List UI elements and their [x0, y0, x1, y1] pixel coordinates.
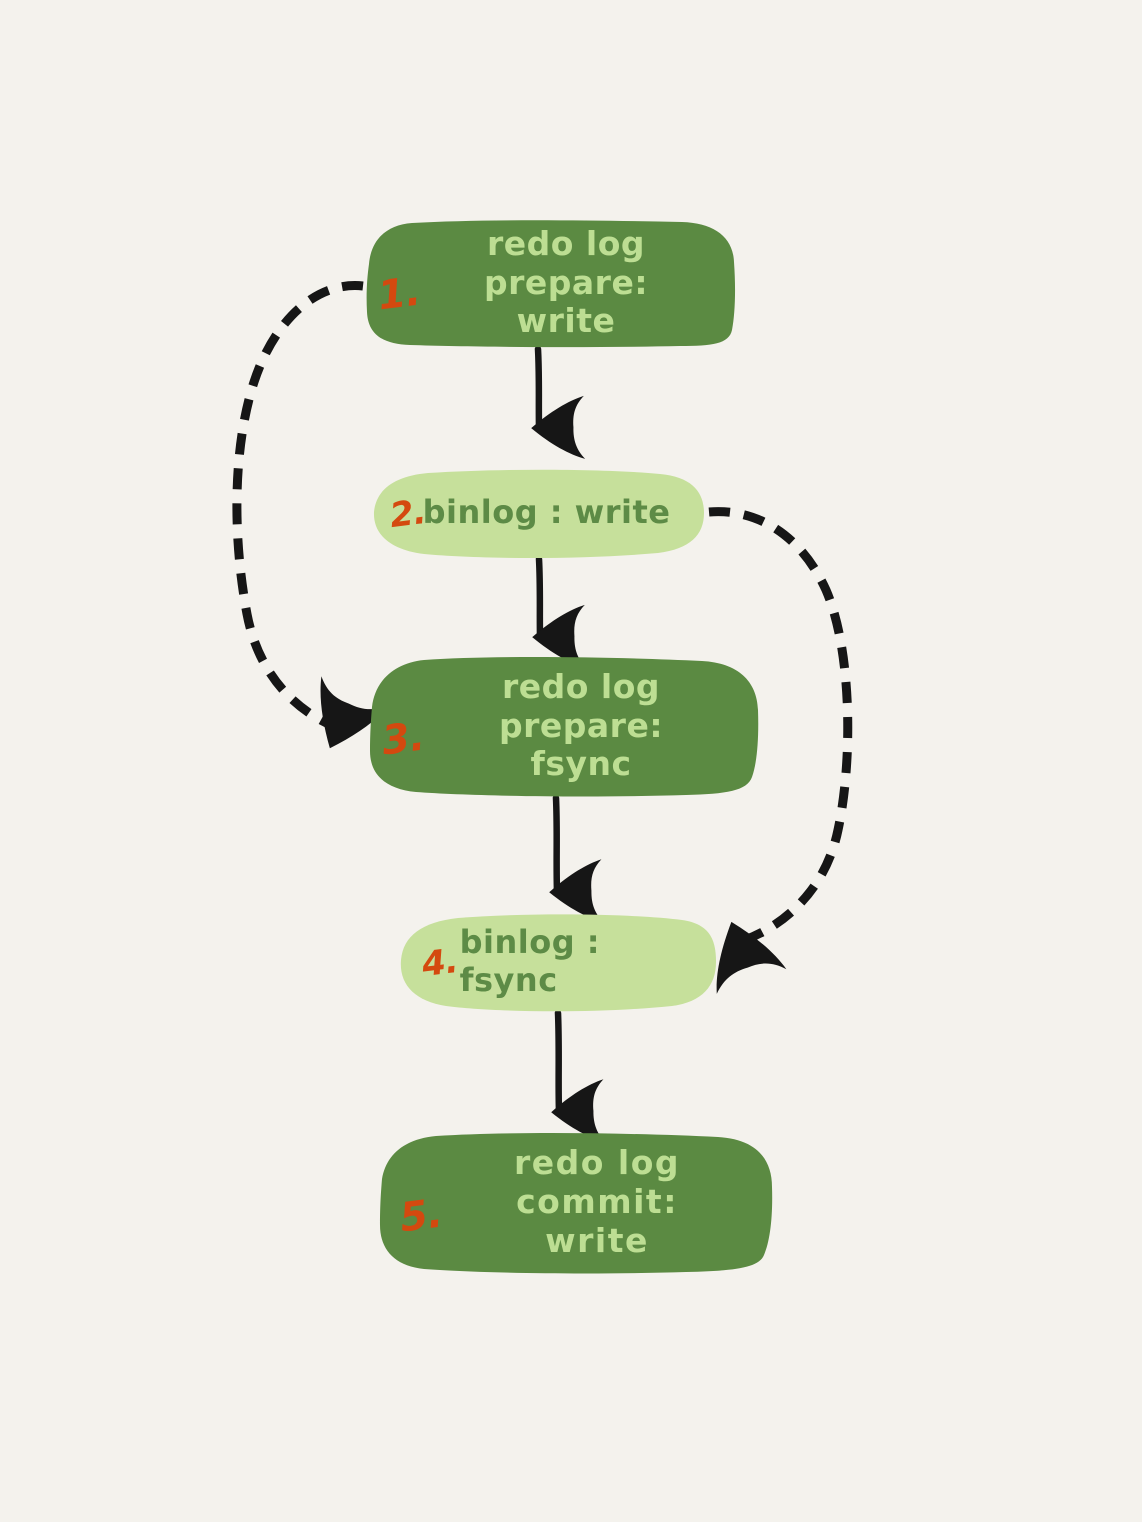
flow-node-binlog-fsync[interactable]: 4. binlog : fsync: [396, 912, 720, 1012]
node-number: 3.: [379, 713, 427, 765]
node-shape-rounded-rect: [370, 657, 759, 797]
node-shape-rounded-rect: [366, 220, 736, 348]
edge-node2-to-node4-dashed: [708, 507, 853, 994]
node-label: redo log commit: write: [513, 1143, 681, 1260]
edge-node2-to-node3: [532, 555, 587, 668]
node-content: 4. binlog : fsync: [396, 923, 720, 1000]
node-label: binlog : write: [422, 493, 671, 532]
edge-node1-to-node2: [531, 345, 586, 459]
flow-node-binlog-write[interactable]: 2. binlog : write: [368, 468, 708, 558]
node-content: 5. redo log commit: write: [376, 1143, 776, 1261]
node-label: binlog : fsync: [459, 923, 601, 999]
node-number: 1.: [375, 268, 423, 320]
node-shape-pill: [400, 914, 716, 1012]
flow-node-redo-log-prepare-write[interactable]: 1. redo log prepare: write: [362, 218, 738, 348]
node-content: 1. redo log prepare: write: [362, 223, 738, 342]
edge-node1-to-node3-dashed: [232, 281, 390, 749]
node-shape-pill: [373, 469, 704, 558]
edge-node3-to-node4: [549, 794, 604, 923]
flow-node-redo-log-prepare-fsync[interactable]: 3. redo log prepare: fsync: [366, 655, 762, 797]
node-shape-rounded-rect: [380, 1133, 773, 1274]
node-label: redo log prepare: fsync: [499, 666, 664, 784]
node-label: redo log prepare: write: [484, 223, 649, 341]
edge-node4-to-node5: [551, 1009, 606, 1143]
node-number: 4.: [419, 940, 460, 986]
node-number: 2.: [387, 491, 428, 537]
node-content: 3. redo log prepare: fsync: [366, 666, 762, 785]
flow-node-redo-log-commit-write[interactable]: 5. redo log commit: write: [376, 1131, 776, 1274]
node-content: 2. binlog : write: [368, 491, 708, 537]
node-number: 5.: [397, 1190, 445, 1241]
